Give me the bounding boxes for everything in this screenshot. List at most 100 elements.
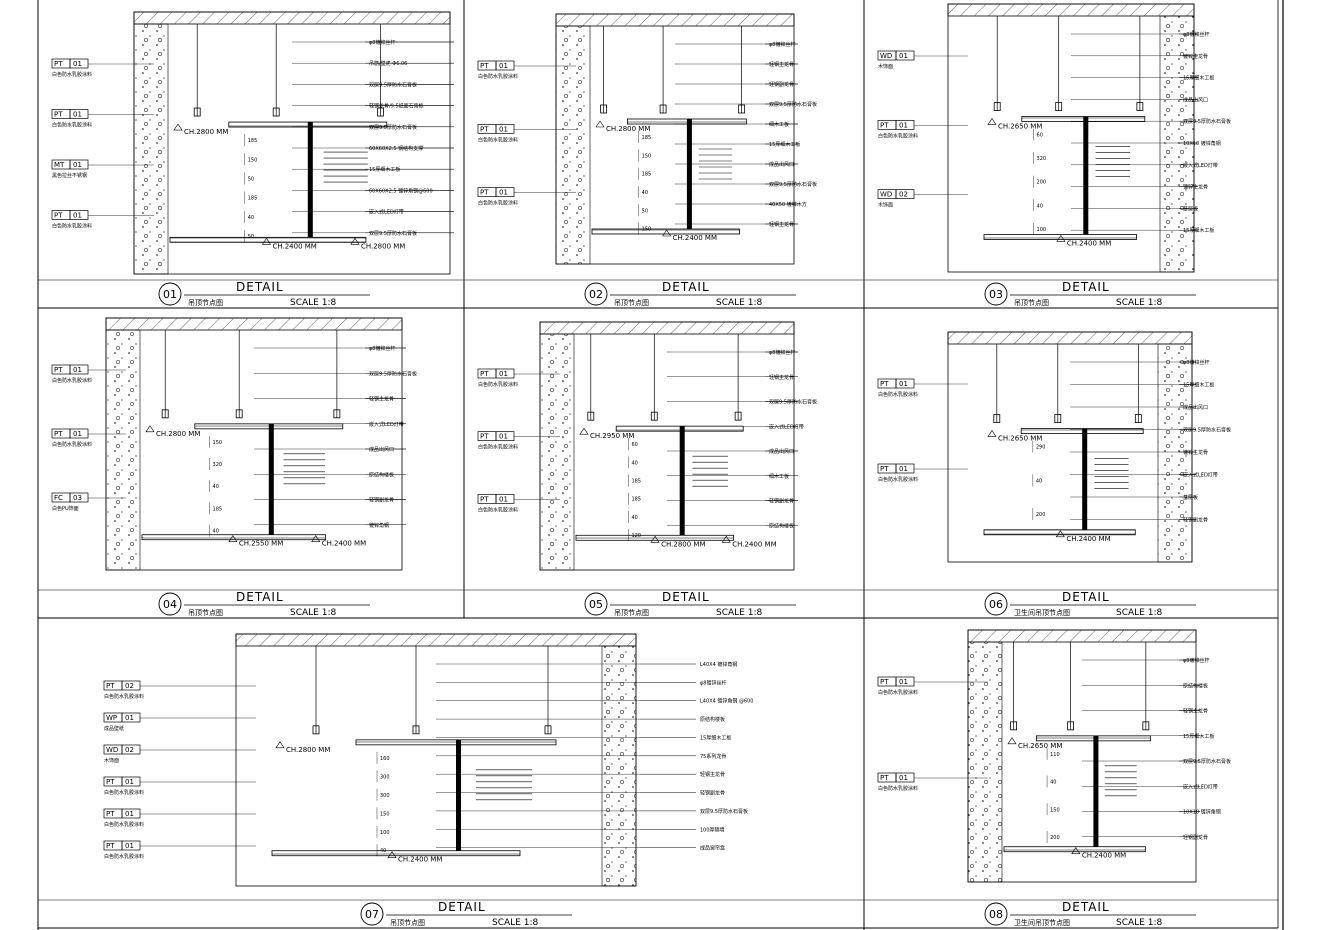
material-tag-desc: 白色防水乳胶涂料 <box>478 381 518 388</box>
ceiling-height-mark <box>721 535 731 543</box>
material-tag-no: 01 <box>899 121 908 129</box>
material-tag-desc: 白色防水乳胶涂料 <box>878 689 918 696</box>
material-tag-desc: 白色防水乳胶涂料 <box>478 73 518 80</box>
material-tag-desc: 白色防水乳胶涂料 <box>878 785 918 792</box>
ceiling-height-mark <box>662 229 672 237</box>
note-label: 轻钢龙骨/9.5纸面石膏板 <box>369 103 424 110</box>
structural-slab <box>539 321 795 335</box>
material-tag-desc: 白色防水乳胶涂料 <box>478 506 518 513</box>
note-label: 10X10 镀锌角钢 <box>1183 140 1221 147</box>
hanger-clip <box>734 411 742 421</box>
note-label: 镀锌主龙骨 <box>1183 53 1208 60</box>
wall-section <box>555 25 591 265</box>
material-tag-no-box <box>495 493 515 504</box>
material-tag-no: 01 <box>499 495 508 503</box>
material-tag-code: PT <box>106 682 115 690</box>
hanger-clip <box>659 104 667 114</box>
note-label: 嵌入式LED灯带 <box>1183 162 1218 169</box>
material-tag-desc: 白色防水乳胶涂料 <box>104 821 144 828</box>
ceiling-drop <box>268 423 274 535</box>
note-label: 成品出风口 <box>769 161 794 168</box>
note-label: 成品出风口 <box>369 446 394 453</box>
note-label: 40X50 镀锌木方 <box>769 201 807 208</box>
note-label: 双层9.5厚防水石膏板 <box>369 81 417 88</box>
material-tag-code: PT <box>54 212 63 220</box>
material-tag-desc: 成品壁纸 <box>104 725 124 732</box>
dimension-value: 100 <box>1037 227 1047 233</box>
ceiling-height-mark <box>311 535 321 543</box>
ceiling-height-label: CH.2400 MM <box>322 540 366 548</box>
detail-frame <box>555 13 795 265</box>
material-tag-no: 01 <box>125 842 134 850</box>
material-tag-no: 01 <box>499 433 508 441</box>
note-label: φ8镀锌丝杆 <box>1183 657 1209 664</box>
note-label: 轻钢主龙骨 <box>369 396 394 403</box>
material-tag-no-box <box>895 772 915 783</box>
material-tag-code: PT <box>480 433 489 441</box>
structural-slab <box>133 11 451 25</box>
ceiling-board-lower <box>169 236 367 243</box>
detail-caption: 吊顶节点图 <box>614 299 649 307</box>
detail-number: 04 <box>163 598 177 611</box>
hanger-clip <box>333 409 341 419</box>
material-tag-desc: 白色防水乳胶涂料 <box>478 444 518 451</box>
hanger-clip <box>738 104 746 114</box>
detail-06: φ8镀锌丝杆15厚细木工板成品出风口双层9.5厚防水石膏板镀锌主龙骨嵌入式LED… <box>877 331 1231 618</box>
material-tag-desc: 白色防水乳胶涂料 <box>104 853 144 860</box>
detail-frame <box>947 331 1193 563</box>
structural-slab <box>967 629 1197 643</box>
material-tag-code: WD <box>880 52 892 60</box>
detail-number-bubble <box>158 592 182 616</box>
detail-05: φ8镀锌丝杆轻钢主龙骨双层9.5厚防水石膏板嵌入式LED灯带成品出风口细木工板轻… <box>477 321 817 618</box>
detail-title: DETAIL <box>236 280 284 294</box>
note-label: 镀锌主龙骨 <box>1183 449 1208 456</box>
hanger-clip <box>650 411 658 421</box>
note-label: φ8镀锌丝杆 <box>1183 359 1209 366</box>
structural-slab <box>555 13 795 27</box>
material-tag-no-box <box>121 776 141 787</box>
ceiling-height-label: CH.2800 MM <box>606 125 650 133</box>
material-tag-code: PT <box>480 370 489 378</box>
material-tag-desc: 白色防水乳胶涂料 <box>104 789 144 796</box>
detail-number: 02 <box>589 288 603 301</box>
detail-number-bubble <box>158 282 182 306</box>
ceiling-height-mark <box>650 535 660 543</box>
material-tag-no-box <box>69 364 89 375</box>
detail-title: DETAIL <box>438 900 486 914</box>
note-label: 轻钢主龙骨 <box>769 374 794 381</box>
material-tag-no: 01 <box>899 678 908 686</box>
note-label: 轻钢主龙骨 <box>1183 708 1208 715</box>
ceiling-height-mark <box>1071 847 1081 855</box>
material-tag-code: PT <box>880 380 889 388</box>
material-tag-desc: 黑色拉丝不锈钢 <box>52 172 87 179</box>
ceiling-drop <box>679 426 685 536</box>
dimension-value: 40 <box>631 460 637 466</box>
material-tag-no-box <box>895 676 915 687</box>
hanger-clip <box>235 409 243 419</box>
hanger-clip <box>544 725 552 735</box>
dimension-value: 185 <box>248 138 258 144</box>
note-label: 嵌入式LED灯带 <box>369 421 404 428</box>
detail-number: 08 <box>989 908 1003 921</box>
ceiling-height-label: CH.2950 MM <box>590 432 634 440</box>
material-tag-no: 01 <box>73 111 82 119</box>
dimension-value: 185 <box>213 506 223 512</box>
hanger-clip <box>1134 414 1142 424</box>
detail-number: 07 <box>365 908 379 921</box>
structural-slab <box>235 633 637 647</box>
detail-scale: SCALE 1:8 <box>290 608 336 618</box>
note-label: 15厚细木工板 <box>1183 382 1214 389</box>
hanger-clip <box>587 411 595 421</box>
dimension-value: 200 <box>1036 512 1046 518</box>
ceiling-height-mark <box>173 123 183 131</box>
ceiling-height-mark <box>987 430 997 437</box>
material-tag-no: 02 <box>125 746 134 754</box>
note-label: 双层9.5厚防水石膏板 <box>1183 758 1231 765</box>
material-tag-code: PT <box>106 810 115 818</box>
note-label: 成品窗帘盒 <box>700 845 725 852</box>
hanger-clip <box>161 409 169 419</box>
material-tag-no: 01 <box>73 161 82 169</box>
note-label: φ8镀锌丝杆 <box>369 345 395 352</box>
hanger-clip <box>412 725 420 735</box>
